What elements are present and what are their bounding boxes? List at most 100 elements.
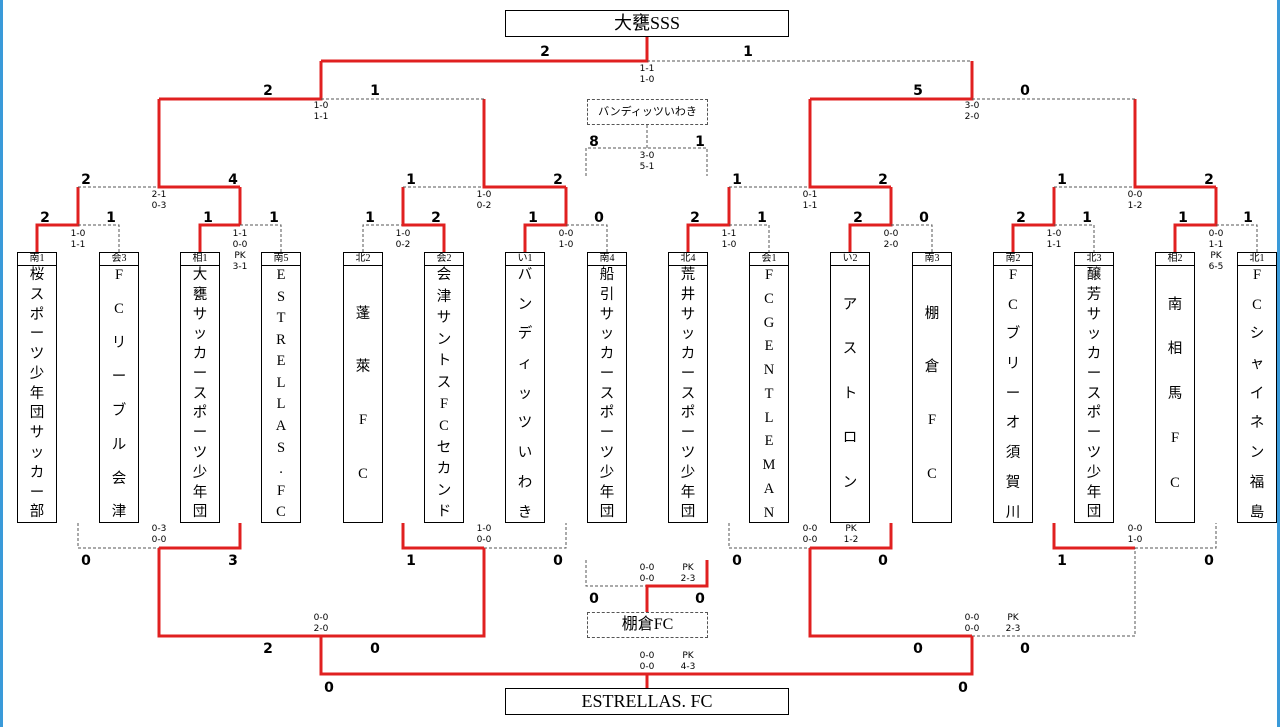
line-upper-r1-lose: [240, 224, 282, 252]
score: 1: [695, 134, 705, 150]
half-scores: 3-0 5-1: [639, 151, 655, 172]
line-lower-r1-win: [401, 523, 484, 550]
half-scores: 0-0 2-0: [883, 229, 899, 250]
score: 1: [203, 210, 213, 226]
score: 2: [540, 44, 550, 60]
line-upper-r1-lose: [1054, 224, 1095, 252]
score: 1: [757, 210, 767, 226]
score: 3: [228, 553, 238, 569]
half-scores: PK 2-3: [680, 563, 696, 584]
team-label: 会2: [425, 253, 463, 266]
score: 2: [690, 210, 700, 226]
half-scores: 3-0 2-0: [964, 101, 980, 122]
half-scores: 1-1 1-0: [721, 229, 737, 250]
line-lower-r1-lose: [1135, 523, 1217, 549]
score: 1: [1057, 553, 1067, 569]
team-box: い2 アストロン: [830, 252, 870, 523]
line-upper-r1-lose: [891, 224, 933, 252]
team-label: 南3: [913, 253, 951, 266]
team-name: 荒井サッカースポーツ少年団: [680, 267, 696, 521]
team-label: 会3: [100, 253, 138, 266]
half-scores: 0-0 0-0: [639, 563, 655, 584]
line-upper-r1-win: [35, 187, 80, 252]
team-label: い2: [831, 253, 869, 266]
score: 2: [81, 172, 91, 188]
line-lower-final-win: [319, 636, 649, 688]
half-scores: 0-0 0-0: [639, 651, 655, 672]
half-scores: 1-0 0-2: [395, 229, 411, 250]
score: 2: [263, 641, 273, 657]
line-upper-r1-win: [523, 187, 568, 252]
team-name: アストロン: [842, 296, 858, 491]
score: 8: [589, 134, 599, 150]
line-lower-third: [585, 560, 647, 587]
third-place-box: 棚倉FC: [587, 612, 708, 638]
score: 2: [878, 172, 888, 188]
half-scores: 1-0 0-2: [476, 190, 492, 211]
score: 1: [743, 44, 753, 60]
line-upper-r1-lose: [566, 224, 608, 252]
score: 2: [553, 172, 563, 188]
team-label: 相1: [181, 253, 219, 266]
score: 1: [732, 172, 742, 188]
half-scores: 0-0 1-0: [558, 229, 574, 250]
champion-box: 大甕SSS: [505, 10, 789, 37]
line-upper-final-win: [321, 37, 649, 63]
half-scores: 1-0 1-1: [1046, 229, 1062, 250]
score: 1: [1082, 210, 1092, 226]
score: 0: [732, 553, 742, 569]
score: 1: [406, 553, 416, 569]
score: 1: [406, 172, 416, 188]
half-scores: 0-0 0-0: [802, 524, 818, 545]
team-name: バンディッツいわき: [517, 267, 533, 521]
line-upper-r1-lose: [729, 224, 770, 252]
score: 4: [228, 172, 238, 188]
team-label: 北2: [344, 253, 382, 266]
line-lower-r1-lose: [728, 523, 810, 549]
score: 0: [370, 641, 380, 657]
score: 1: [1243, 210, 1253, 226]
team-label: 相2: [1156, 253, 1194, 266]
line-upper-r1-win: [401, 187, 446, 252]
half-scores: 0-0 1-2: [1127, 190, 1143, 211]
line-upper-r2-win: [482, 99, 566, 189]
team-label: 南1: [18, 253, 56, 266]
score: 0: [324, 680, 334, 696]
score: 0: [553, 553, 563, 569]
team-label: 南2: [994, 253, 1032, 266]
score: 2: [431, 210, 441, 226]
half-scores: 0-0 2-0: [313, 613, 329, 634]
score: 0: [958, 680, 968, 696]
line-lower-r1-win: [159, 523, 242, 550]
line-lower-r1-win: [810, 523, 893, 550]
score: 0: [1204, 553, 1214, 569]
line-upper-third: [585, 147, 708, 176]
line-upper-r1-win: [1011, 187, 1056, 252]
half-scores: 1-0 1-1: [70, 229, 86, 250]
line-upper-r1-lose: [78, 224, 120, 252]
line-upper-r3-win: [159, 61, 323, 101]
line-lower-r1-lose: [77, 523, 159, 549]
line-upper-r2-win: [157, 99, 240, 189]
line-upper-r2-win: [1133, 99, 1216, 189]
half-scores: 0-0 1-1 PK 6-5: [1208, 229, 1224, 272]
line-upper-r1-win: [686, 187, 731, 252]
line-upper-r1-win: [1173, 187, 1218, 252]
team-name: 大甕サッカースポーツ少年団: [192, 267, 208, 521]
half-scores: 0-0 0-0: [964, 613, 980, 634]
